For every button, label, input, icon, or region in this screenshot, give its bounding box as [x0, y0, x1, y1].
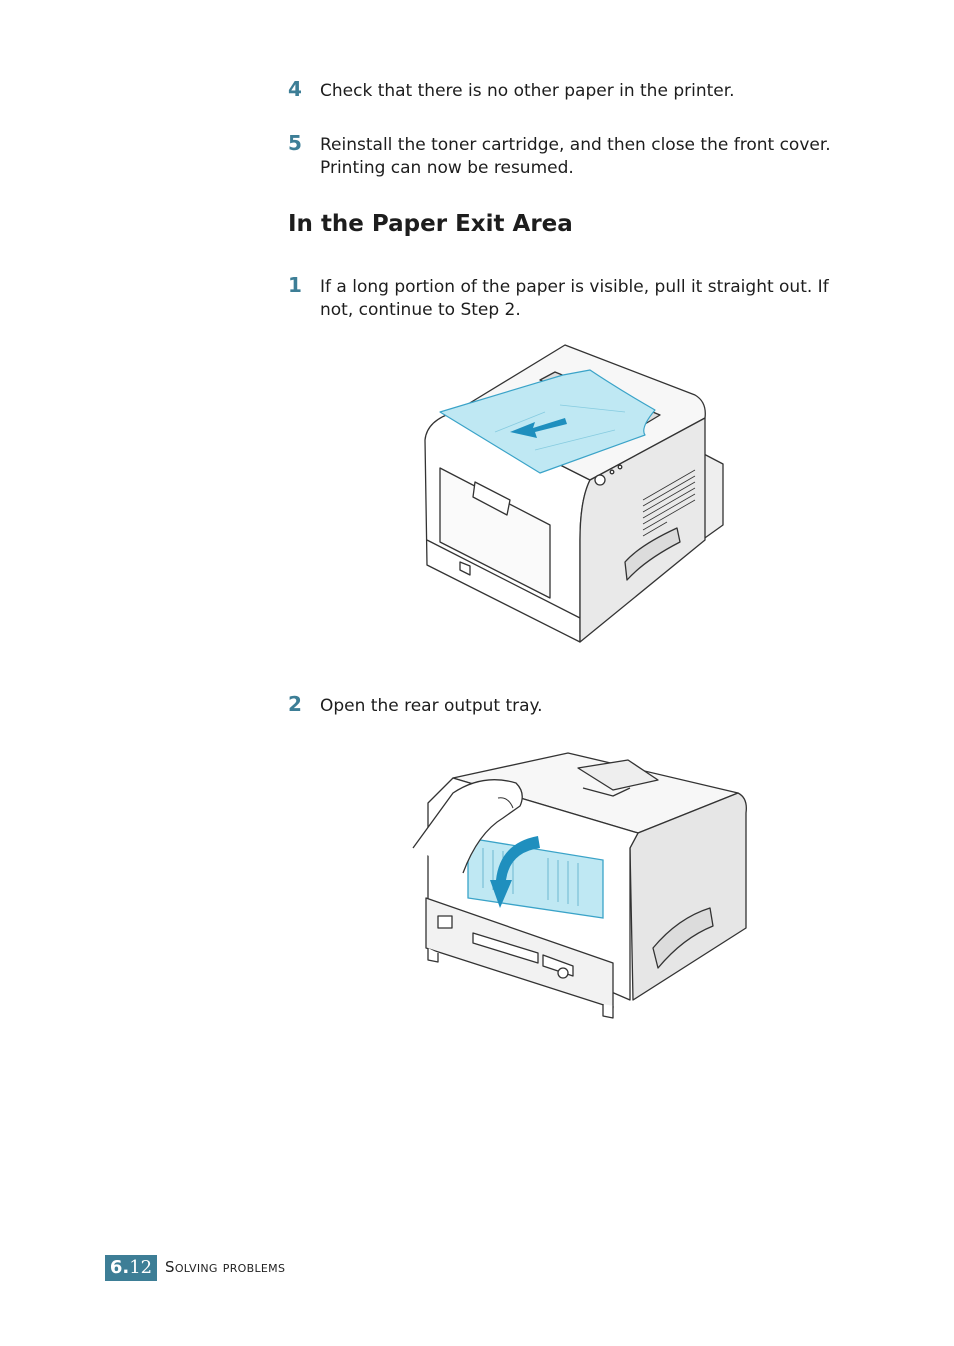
step-number: 2 [288, 692, 302, 716]
rear-output-tray-illustration [412, 752, 747, 1019]
step-text: If a long portion of the paper is visibl… [320, 277, 829, 320]
chapter-number: 6. [109, 1257, 130, 1278]
section-heading: In the Paper Exit Area [288, 211, 573, 237]
page-number: 12 [129, 1257, 153, 1278]
step-number: 4 [288, 77, 302, 101]
chapter-title: Solving problems [165, 1258, 286, 1276]
step-text: Reinstall the toner cartridge, and then … [320, 135, 831, 178]
step-text: Check that there is no other paper in th… [320, 81, 735, 101]
page-number-badge: 6.12 [105, 1255, 157, 1281]
step-text: Open the rear output tray. [320, 696, 543, 716]
printer-paper-exit-illustration [424, 344, 724, 643]
step-number: 5 [288, 131, 302, 155]
step-number: 1 [288, 273, 302, 297]
